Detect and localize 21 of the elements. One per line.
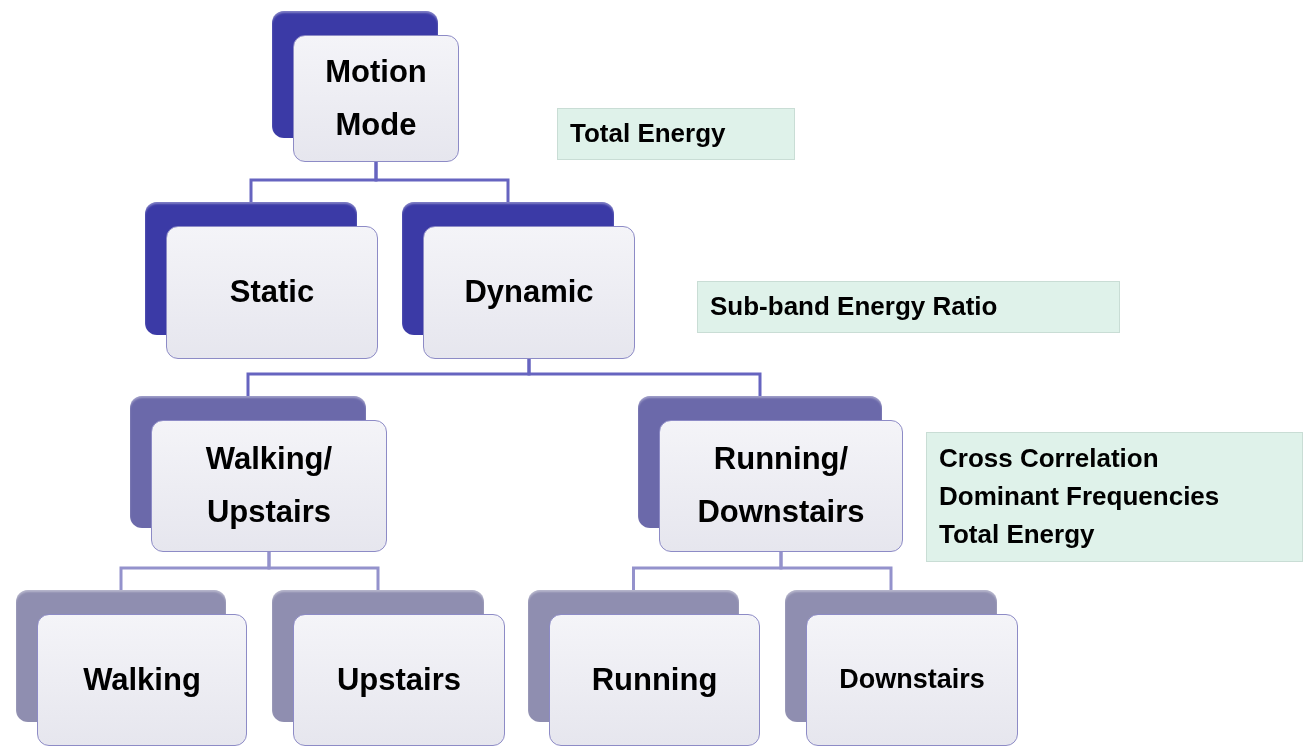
feature-label: Dominant Frequencies xyxy=(939,480,1221,514)
category-label: Motion Mode xyxy=(324,52,428,144)
category-label: Walking xyxy=(83,660,201,699)
connector-line xyxy=(779,552,893,590)
category-label: Upstairs xyxy=(336,660,461,699)
category-label: Walking/ Upstairs xyxy=(204,440,334,531)
feature-label: Sub-band Energy Ratio xyxy=(710,290,999,324)
category-label: Dynamic xyxy=(464,273,594,312)
category-label: Static xyxy=(229,273,315,312)
feature-note xyxy=(557,108,795,160)
category-label: Downstairs xyxy=(839,663,985,697)
category-label: Running/ Downstairs xyxy=(696,440,866,531)
connector-line xyxy=(527,359,762,396)
feature-note xyxy=(926,432,1303,562)
feature-note xyxy=(697,281,1120,333)
feature-label: Total Energy xyxy=(570,117,727,151)
feature-label: Cross Correlation xyxy=(939,442,1160,476)
connector-line xyxy=(374,162,510,202)
connector-line xyxy=(267,552,380,590)
feature-label: Total Energy xyxy=(939,517,1096,551)
category-label: Running xyxy=(591,660,718,699)
